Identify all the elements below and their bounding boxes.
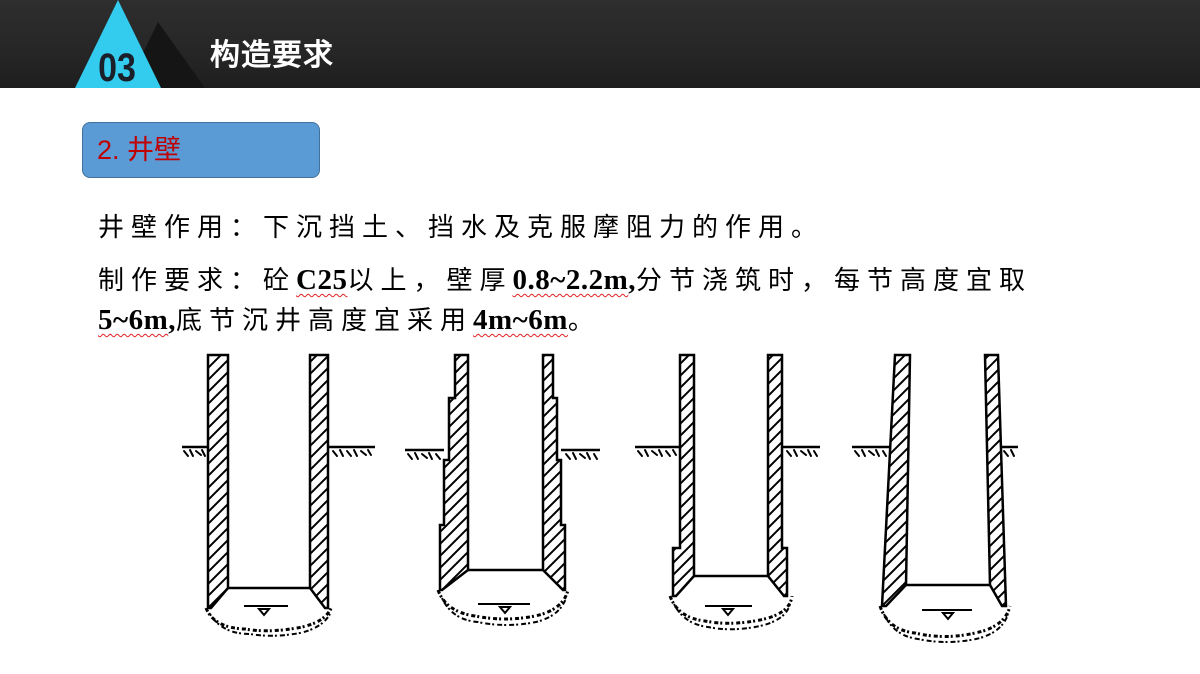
wall-function-text: 井壁作用：下沉挡土、挡水及克服摩阻力的作用。 xyxy=(98,213,825,243)
concrete-grade: C25 xyxy=(296,264,348,296)
caisson-3-right-wall xyxy=(766,353,789,598)
caisson-1-ground-right-hatch xyxy=(332,449,372,457)
caisson-2-ground-right-hatch xyxy=(565,452,598,460)
requirements-text-c: 底节沉井高度宜采用 xyxy=(176,306,474,336)
comma-b: , xyxy=(168,304,176,336)
caisson-diagram-2 xyxy=(405,353,600,626)
caisson-4-soil xyxy=(878,605,1012,638)
requirements-text-a: 以上，壁厚 xyxy=(347,266,513,296)
caisson-2-ground-left-hatch xyxy=(407,452,441,460)
header-bar: 03 构造要求 xyxy=(0,0,1200,88)
caisson-3-ground-right-hatch xyxy=(786,449,818,457)
bottom-section-height-range: 4m~6m xyxy=(473,304,568,336)
caisson-4-left-wall xyxy=(880,353,912,608)
caisson-2-soil-texture xyxy=(441,597,567,626)
caisson-diagrams xyxy=(182,353,1018,643)
caisson-3-soil-texture xyxy=(673,603,791,631)
wall-function-line: 井壁作用：下沉挡土、挡水及克服摩阻力的作用。 xyxy=(98,210,824,246)
caisson-1-right-wall xyxy=(308,353,330,610)
caisson-1-soil xyxy=(204,605,334,633)
caisson-diagram-1 xyxy=(182,353,375,637)
caisson-1-ground-left-hatch xyxy=(183,449,206,457)
section-number-badge: 03 xyxy=(75,0,205,88)
caisson-3-ground-left-hatch xyxy=(637,449,677,457)
caisson-1-left-wall xyxy=(206,353,230,610)
caisson-4-ground-right-hatch xyxy=(1003,449,1015,457)
section-heading: 2. 井壁 xyxy=(97,135,182,165)
page-title: 构造要求 xyxy=(210,39,334,72)
caisson-2-water-level-mark xyxy=(497,606,513,615)
caisson-3-left-wall xyxy=(671,353,696,598)
section-height-range: 5~6m xyxy=(98,304,169,336)
caisson-2-left-wall xyxy=(438,353,470,592)
caisson-4-soil-texture xyxy=(883,613,1009,643)
period: 。 xyxy=(567,306,601,336)
caisson-2-right-wall xyxy=(541,353,567,592)
caisson-1-water-level-mark xyxy=(256,608,272,617)
requirements-label: 制作要求：砼 xyxy=(98,266,297,296)
comma-a: , xyxy=(628,264,636,296)
caisson-3-water-level-mark xyxy=(720,608,736,617)
caisson-4-ground-left-hatch xyxy=(854,449,887,457)
caisson-4-right-wall xyxy=(983,353,1008,608)
caisson-1-soil-texture xyxy=(209,613,331,637)
caisson-2-soil xyxy=(436,589,570,621)
section-heading-box: 2. 井壁 xyxy=(82,122,320,178)
caisson-4-water-level-mark xyxy=(940,612,956,621)
requirements-text-b: 分节浇筑时，每节高度宜取 xyxy=(635,266,1032,296)
caisson-diagram-4 xyxy=(852,353,1018,643)
caisson-diagram-3 xyxy=(635,353,820,631)
section-number: 03 xyxy=(98,44,136,88)
badge-accent-triangle xyxy=(75,0,161,88)
wall-thickness-range: 0.8~2.2m xyxy=(512,264,629,296)
